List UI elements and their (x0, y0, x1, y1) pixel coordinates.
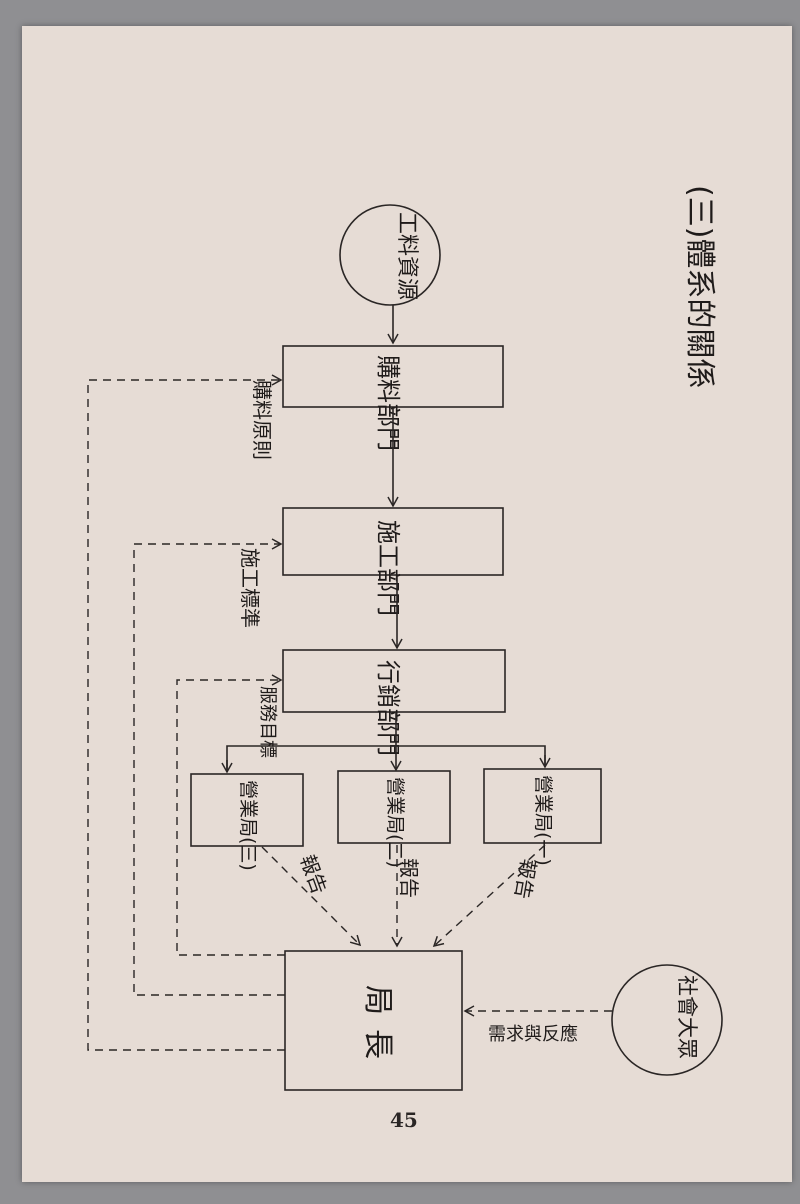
diagram-title: (三)體系的關係 (682, 185, 717, 388)
director-label: 局長 (360, 985, 395, 1073)
report-line-office3 (261, 846, 362, 947)
office3-box (190, 773, 304, 847)
public-circle (611, 964, 723, 1076)
office2-label: 營業局(二) (384, 777, 406, 868)
construction-standard-label: 施工標準 (238, 548, 262, 628)
service-goal-line (176, 674, 285, 956)
report-label-1: 報告 (510, 857, 541, 901)
marketing-box (282, 649, 506, 713)
materials-source-label: 工料資源 (394, 212, 419, 300)
purchasing-principle-label: 購料原則 (250, 380, 274, 460)
report-line-office1 (432, 844, 546, 948)
director-box (284, 950, 463, 1091)
purchasing-label: 購料部門 (374, 355, 402, 451)
book-page (22, 26, 792, 1182)
office1-box (483, 768, 602, 844)
public-label: 社會大眾 (675, 975, 699, 1059)
purchasing-principle-line (87, 374, 285, 1051)
report-label-2: 報告 (397, 858, 421, 898)
service-goal-label: 服務目標 (257, 686, 278, 758)
report-label-3: 報告 (295, 852, 331, 898)
materials-source-circle (339, 204, 441, 306)
purchasing-box (282, 345, 504, 408)
office3-label: 營業局(三) (237, 780, 259, 871)
construction-standard-line (133, 538, 285, 996)
construction-box (282, 507, 504, 576)
demand-response-label: 需求與反應 (488, 1023, 578, 1045)
office1-label: 營業局(一) (532, 775, 554, 866)
marketing-label: 行銷部門 (374, 660, 402, 756)
page-number: 45 (390, 1108, 418, 1132)
office2-box (337, 770, 451, 844)
